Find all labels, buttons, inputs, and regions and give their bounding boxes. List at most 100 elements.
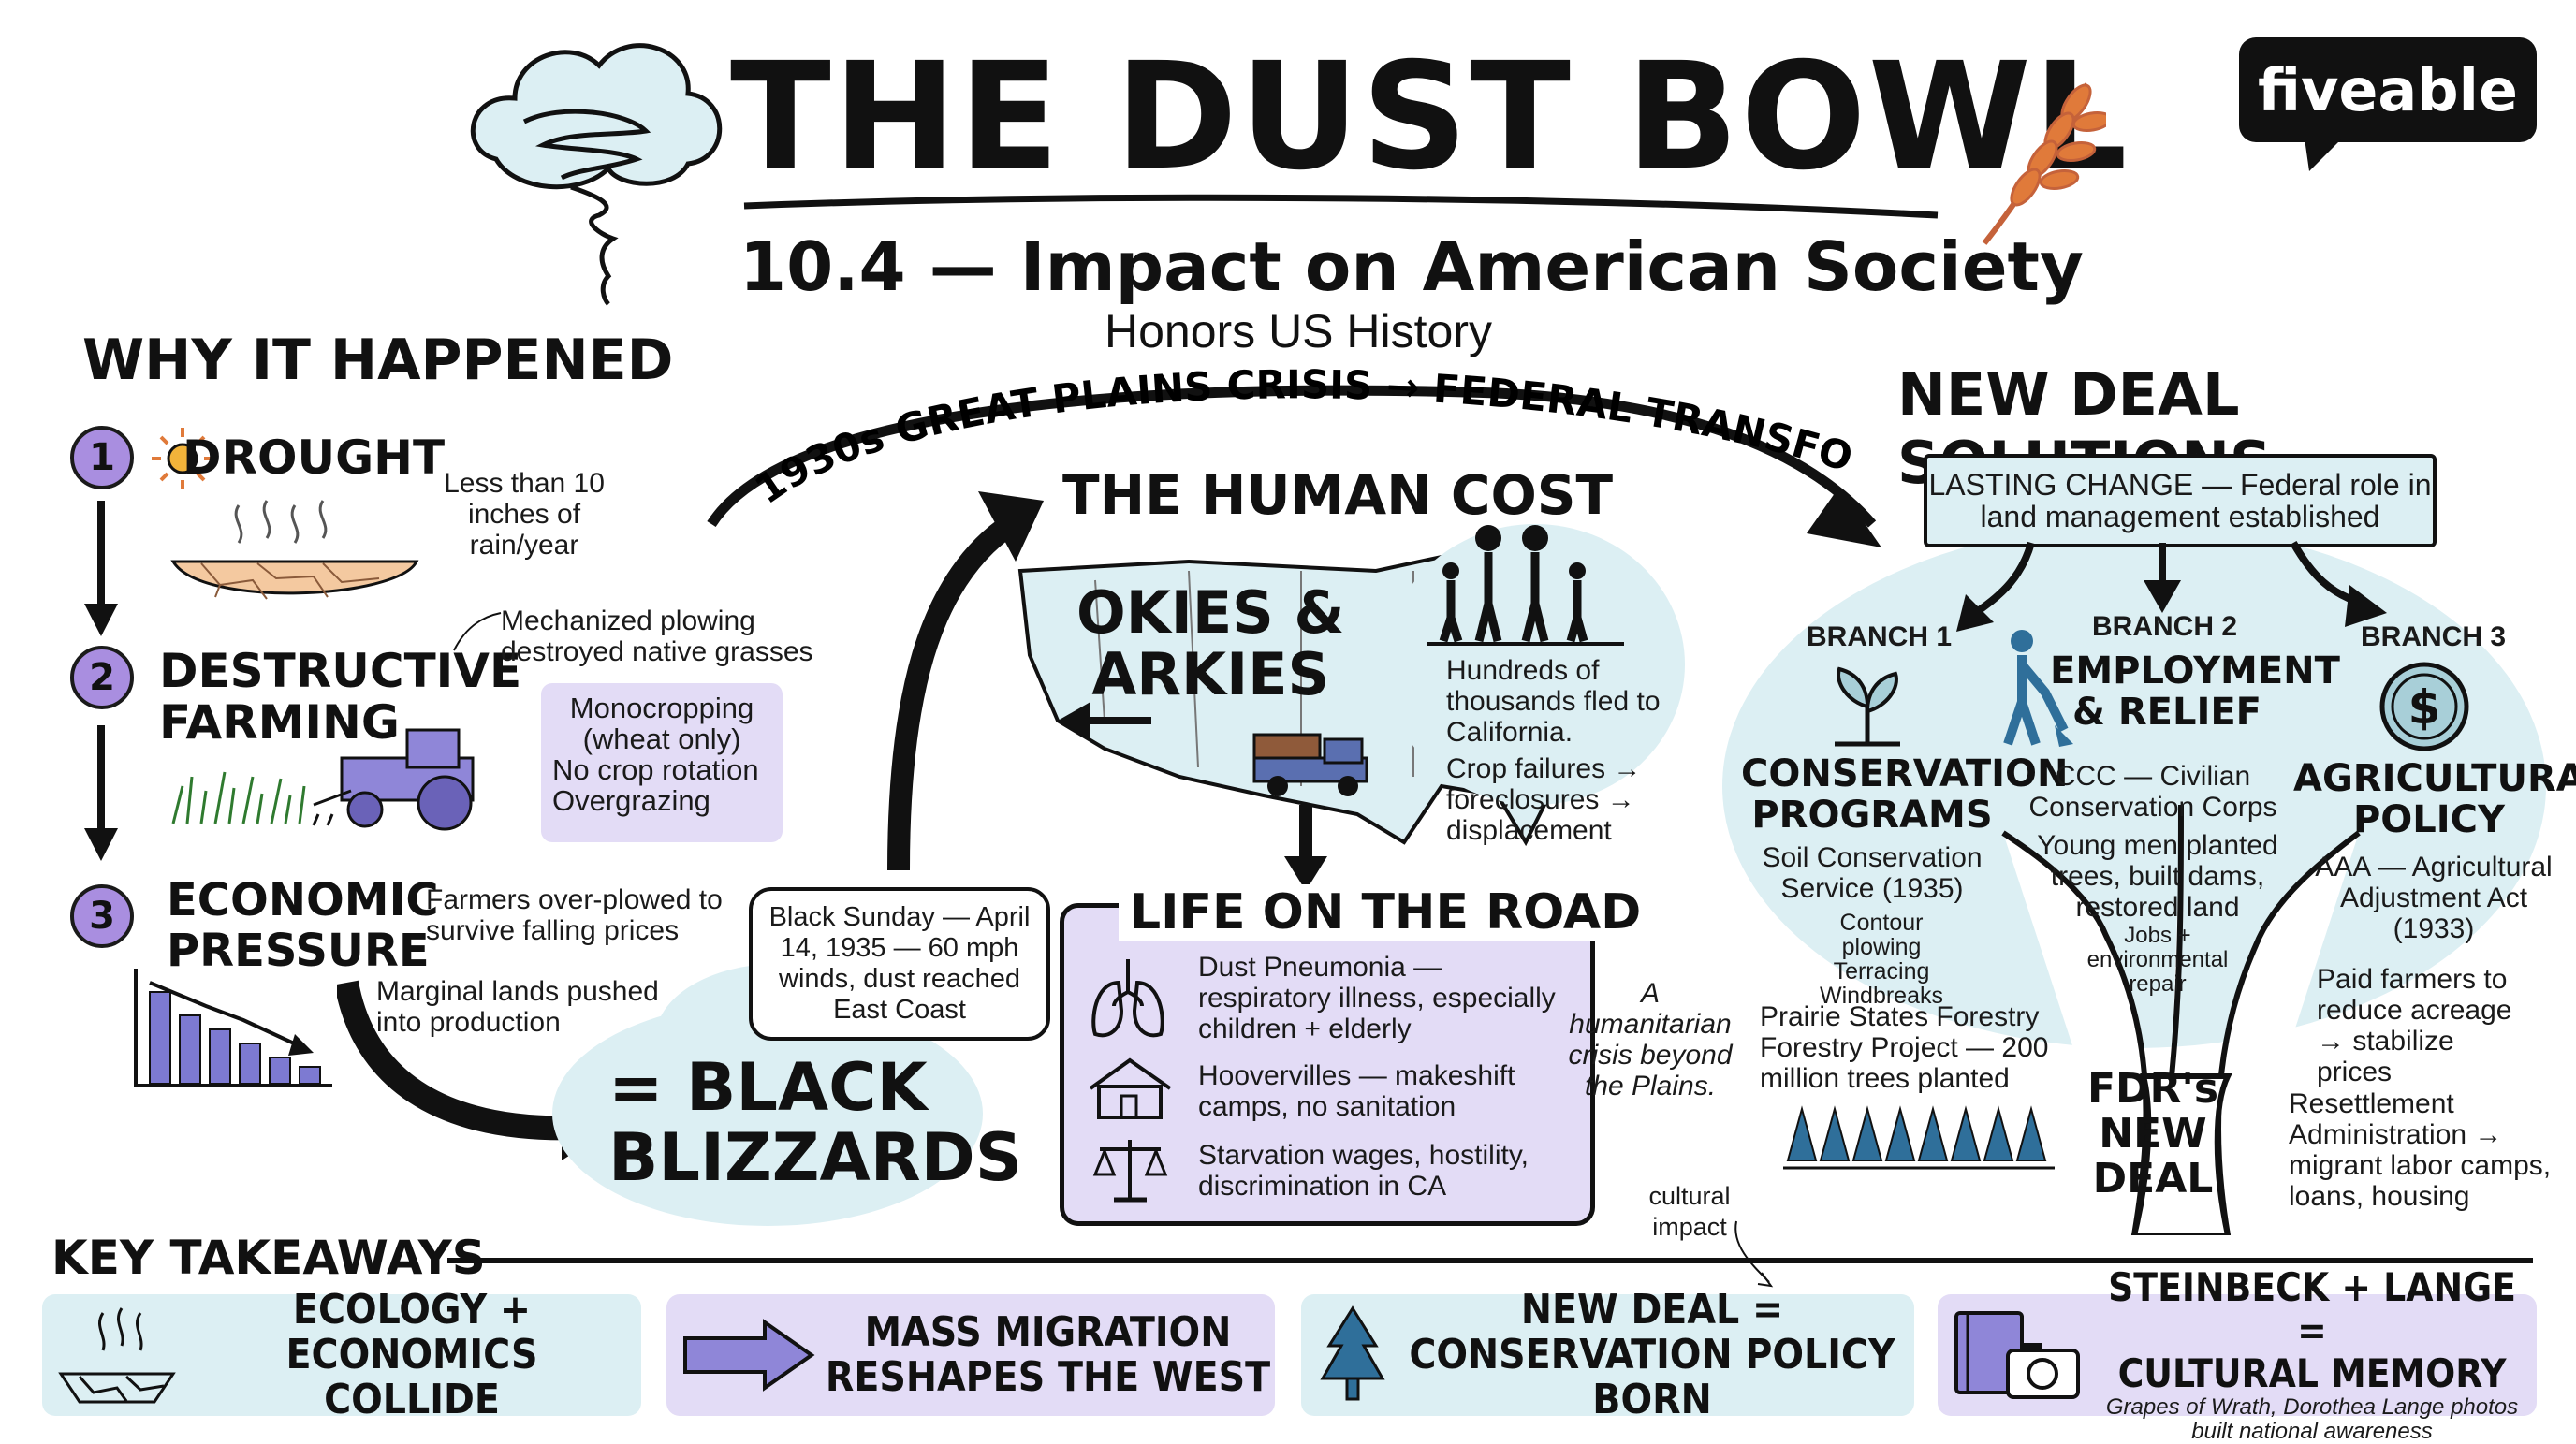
scales-icon — [1092, 1140, 1168, 1203]
road-heading: LIFE ON THE ROAD — [1119, 884, 1653, 941]
cultural-note: cultural impact — [1648, 1182, 1731, 1241]
step-number: 2 — [89, 656, 115, 699]
sun-icon — [152, 428, 213, 489]
takeaway-4-line1: STEINBECK + LANGE = — [2108, 1264, 2516, 1353]
takeaways-rule — [447, 1258, 2533, 1263]
sprout-icon — [1835, 666, 1900, 747]
crisis-note: A humanitarian crisis beyond the Plains. — [1568, 978, 1733, 1101]
branch-3-extra: Resettlement Administration → migrant la… — [2289, 1088, 2552, 1212]
branch-2-detail2: Young men planted trees, built dams, res… — [2037, 830, 2278, 923]
branch-2-label: BRANCH 2 — [2092, 611, 2238, 642]
step-3-title-line1: ECONOMIC — [167, 874, 439, 926]
cultural-pointer — [1734, 1220, 1774, 1288]
takeaway-4: STEINBECK + LANGE = CULTURAL MEMORY Grap… — [1938, 1266, 2537, 1444]
farming-box: Monocropping (wheat only) No crop rotati… — [541, 683, 783, 842]
takeaway-3: NEW DEAL = CONSERVATION POLICY BORN — [1301, 1288, 1914, 1422]
takeaway-1: ECOLOGY + ECONOMICS COLLIDE — [42, 1288, 641, 1422]
note-pointer — [453, 612, 502, 651]
cracked-earth-icon — [170, 500, 419, 600]
blizzard-title: = BLACK BLIZZARDS — [608, 1053, 1022, 1193]
takeaway-1-line2: COLLIDE — [324, 1376, 500, 1423]
worker-shovel-icon — [2003, 630, 2073, 747]
branch-2-title: EMPLOYMENT & RELIEF — [2050, 649, 2340, 734]
black-sunday-callout: Black Sunday — April 14, 1935 — 60 mph w… — [749, 887, 1050, 1041]
branch-1-extra: Prairie States Forestry Forestry Project… — [1760, 1001, 2049, 1094]
branch-3-title: AGRICULTURAL POLICY — [2293, 757, 2576, 841]
takeaway-3-line2: CONSERVATION POLICY BORN — [1409, 1331, 1895, 1423]
branch-1-title: CONSERVATION PROGRAMS — [1741, 753, 2069, 837]
step-2-title-line1: DESTRUCTIVE — [159, 644, 522, 698]
branch-2-title-line2: & RELIEF — [2072, 691, 2261, 734]
step-2-title-line2: FARMING — [159, 695, 400, 750]
takeaway-4-note: Grapes of Wrath, Dorothea Lange photos b… — [2105, 1394, 2519, 1444]
why-heading: WHY IT HAPPENED — [82, 328, 674, 393]
okies-line1: OKIES & — [1076, 578, 1345, 647]
branch-3-detail: AAA — Agricultural Adjustment Act (1933) — [2315, 852, 2553, 944]
branch-1-title-line2: PROGRAMS — [1751, 794, 1993, 837]
road-item-3: Starvation wages, hostility, discriminat… — [1198, 1140, 1529, 1202]
step-1-badge: 1 — [70, 426, 134, 489]
branch-2-detail: CCC — Civilian Conservation Corps — [2028, 761, 2277, 823]
farming-box-line: No crop rotation — [552, 753, 759, 786]
fled-note: Hundreds of thousands fled to California… — [1446, 655, 1661, 748]
step-3-note-2: Marginal lands pushed into production — [376, 976, 659, 1038]
trunk-line1: FDR's — [2086, 1065, 2219, 1113]
down-arrow — [84, 501, 118, 636]
branch-3-title-line1: AGRICULTURAL — [2293, 757, 2576, 800]
truck-icon — [1252, 733, 1368, 796]
branch-1-small: Contour plowing Terracing Windbreaks — [1820, 910, 1943, 1009]
okies-title: OKIES & ARKIES — [1076, 582, 1344, 706]
step-3-note-1: Farmers over-plowed to survive falling p… — [426, 884, 723, 946]
tractor-icon — [171, 728, 475, 831]
farming-box-line: Monocropping — [569, 692, 754, 724]
page-title: THE DUST BOWL — [730, 31, 2130, 203]
step-1-note: Less than 10 inches of rain/year — [444, 468, 605, 561]
falling-chart-icon — [134, 969, 332, 1087]
branch-2-small: Jobs + environmental repair — [2086, 923, 2229, 997]
step-3-title-line2: PRESSURE — [167, 925, 430, 977]
banner-text: LASTING CHANGE — Federal role in land ma… — [1928, 468, 2432, 533]
step-3-title: ECONOMIC PRESSURE — [167, 875, 439, 976]
takeaway-2-line1: MASS MIGRATION — [864, 1308, 1232, 1356]
trunk-line2: NEW — [2099, 1110, 2207, 1158]
branch-1-detail: Soil Conservation Service (1935) — [1762, 842, 1983, 904]
trunk-line3: DEAL — [2092, 1155, 2214, 1203]
branch-3-label: BRANCH 3 — [2361, 621, 2507, 652]
branch-3-detail2: Paid farmers to reduce acreage → stabili… — [2317, 964, 2512, 1087]
family-icon — [1427, 525, 1624, 646]
page-subtitle: 10.4 — Impact on American Society — [739, 227, 2084, 306]
branch-2-title-line1: EMPLOYMENT — [2050, 649, 2340, 693]
takeaway-2: MASS MIGRATION RESHAPES THE WEST — [666, 1294, 1275, 1416]
chain-note: Crop failures → foreclosures → displacem… — [1446, 753, 1642, 846]
human-cost-heading: THE HUMAN COST — [1062, 463, 1614, 527]
step-3-badge: 3 — [70, 884, 134, 948]
farming-box-line: (wheat only) — [582, 722, 741, 755]
dust-cloud-icon — [470, 43, 723, 306]
down-arrow — [84, 725, 118, 861]
banner: LASTING CHANGE — Federal role in land ma… — [1924, 454, 2437, 547]
road-item-2: Hoovervilles — makeshift camps, no sanit… — [1198, 1060, 1515, 1122]
step-number: 1 — [89, 436, 115, 479]
shack-icon — [1089, 1057, 1172, 1119]
svg-text:$: $ — [2408, 680, 2441, 735]
okies-line2: ARKIES — [1091, 640, 1330, 708]
takeaway-3-line1: NEW DEAL = — [1520, 1286, 1784, 1334]
step-2-title: DESTRUCTIVE FARMING — [159, 646, 521, 749]
book-camera-icon — [1954, 1311, 2080, 1399]
cracked-earth-icon — [58, 1307, 176, 1404]
trees-icon — [1783, 1105, 2055, 1170]
farming-box-line: Overgrazing — [552, 784, 710, 817]
wheat-icon — [1982, 82, 2106, 245]
up-arrow — [887, 491, 1044, 871]
down-arrow — [1284, 805, 1327, 891]
tree-trunk — [2001, 804, 2361, 1235]
right-arrow-icon — [683, 1319, 815, 1392]
step-2-note: Mechanized plowing destroyed native gras… — [501, 605, 813, 667]
branch-3-title-line2: POLICY — [2352, 798, 2505, 841]
road-item-1: Dust Pneumonia — respiratory illness, es… — [1198, 952, 1556, 1044]
step-1-title: DROUGHT — [183, 430, 446, 485]
takeaway-4-line2: CULTURAL MEMORY — [2117, 1350, 2507, 1396]
blizzard-line1: = BLACK — [608, 1049, 928, 1126]
brand-logo: fiveable — [2239, 37, 2537, 171]
